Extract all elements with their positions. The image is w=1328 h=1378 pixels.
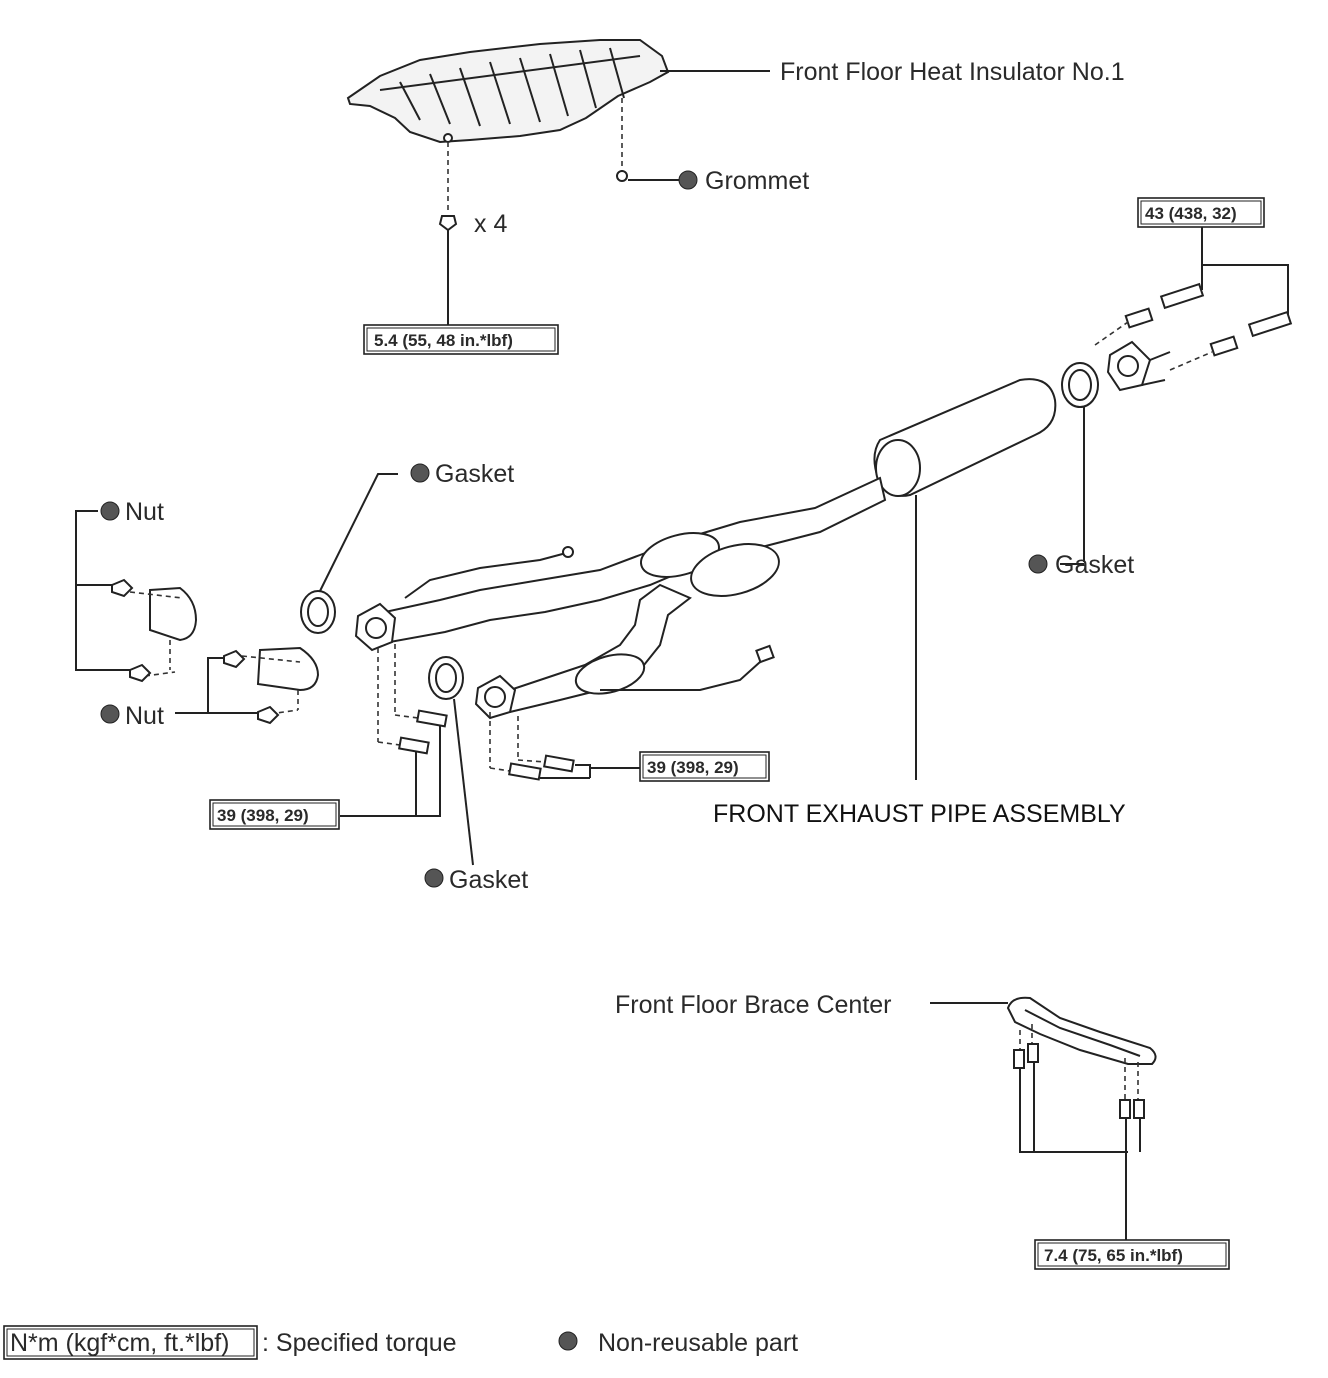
rear-bolts <box>1094 282 1293 371</box>
nut-bottom-label: Nut <box>125 702 164 730</box>
rear-flange-part <box>1106 340 1171 392</box>
torque-front-left: 39 (398, 29) <box>217 806 309 825</box>
gasket-left-label: Gasket <box>435 460 514 488</box>
front-exhaust-pipe-part <box>354 378 1057 720</box>
front-flange-bolts <box>377 644 575 781</box>
legend: N*m (kgf*cm, ft.*lbf) : Specified torque… <box>3 1325 798 1360</box>
torque-brace: 7.4 (75, 65 in.*lbf) <box>1044 1246 1183 1265</box>
nonreusable-marker <box>424 868 444 888</box>
manifold-studs <box>129 586 320 715</box>
nonreusable-marker <box>678 170 698 190</box>
legend-nonreusable: Non-reusable part <box>598 1329 798 1357</box>
torque-insulator: 5.4 (55, 48 in.*lbf) <box>374 331 513 350</box>
legend-torque-units: N*m (kgf*cm, ft.*lbf) <box>10 1329 229 1357</box>
gasket-bottom-label: Gasket <box>449 866 528 894</box>
torque-front-right: 39 (398, 29) <box>647 758 739 777</box>
nut-top-label: Nut <box>125 498 164 526</box>
legend-nonreusable-marker <box>558 1331 578 1351</box>
nonreusable-marker <box>100 501 120 521</box>
torque-rear-flange: 43 (438, 32) <box>1145 204 1237 223</box>
heat-insulator-part <box>346 39 670 144</box>
brace-center-part <box>1006 996 1157 1119</box>
legend-torque-desc: : Specified torque <box>262 1329 457 1357</box>
x4-label: x 4 <box>474 210 507 238</box>
heat-insulator-label: Front Floor Heat Insulator No.1 <box>780 58 1125 86</box>
grommet-label: Grommet <box>705 167 809 195</box>
nonreusable-marker <box>410 463 430 483</box>
nonreusable-marker <box>1028 554 1048 574</box>
gasket-right-label: Gasket <box>1055 551 1134 579</box>
exhaust-pipe-label: FRONT EXHAUST PIPE ASSEMBLY <box>713 800 1126 828</box>
brace-center-label: Front Floor Brace Center <box>615 991 892 1019</box>
nonreusable-marker <box>100 704 120 724</box>
